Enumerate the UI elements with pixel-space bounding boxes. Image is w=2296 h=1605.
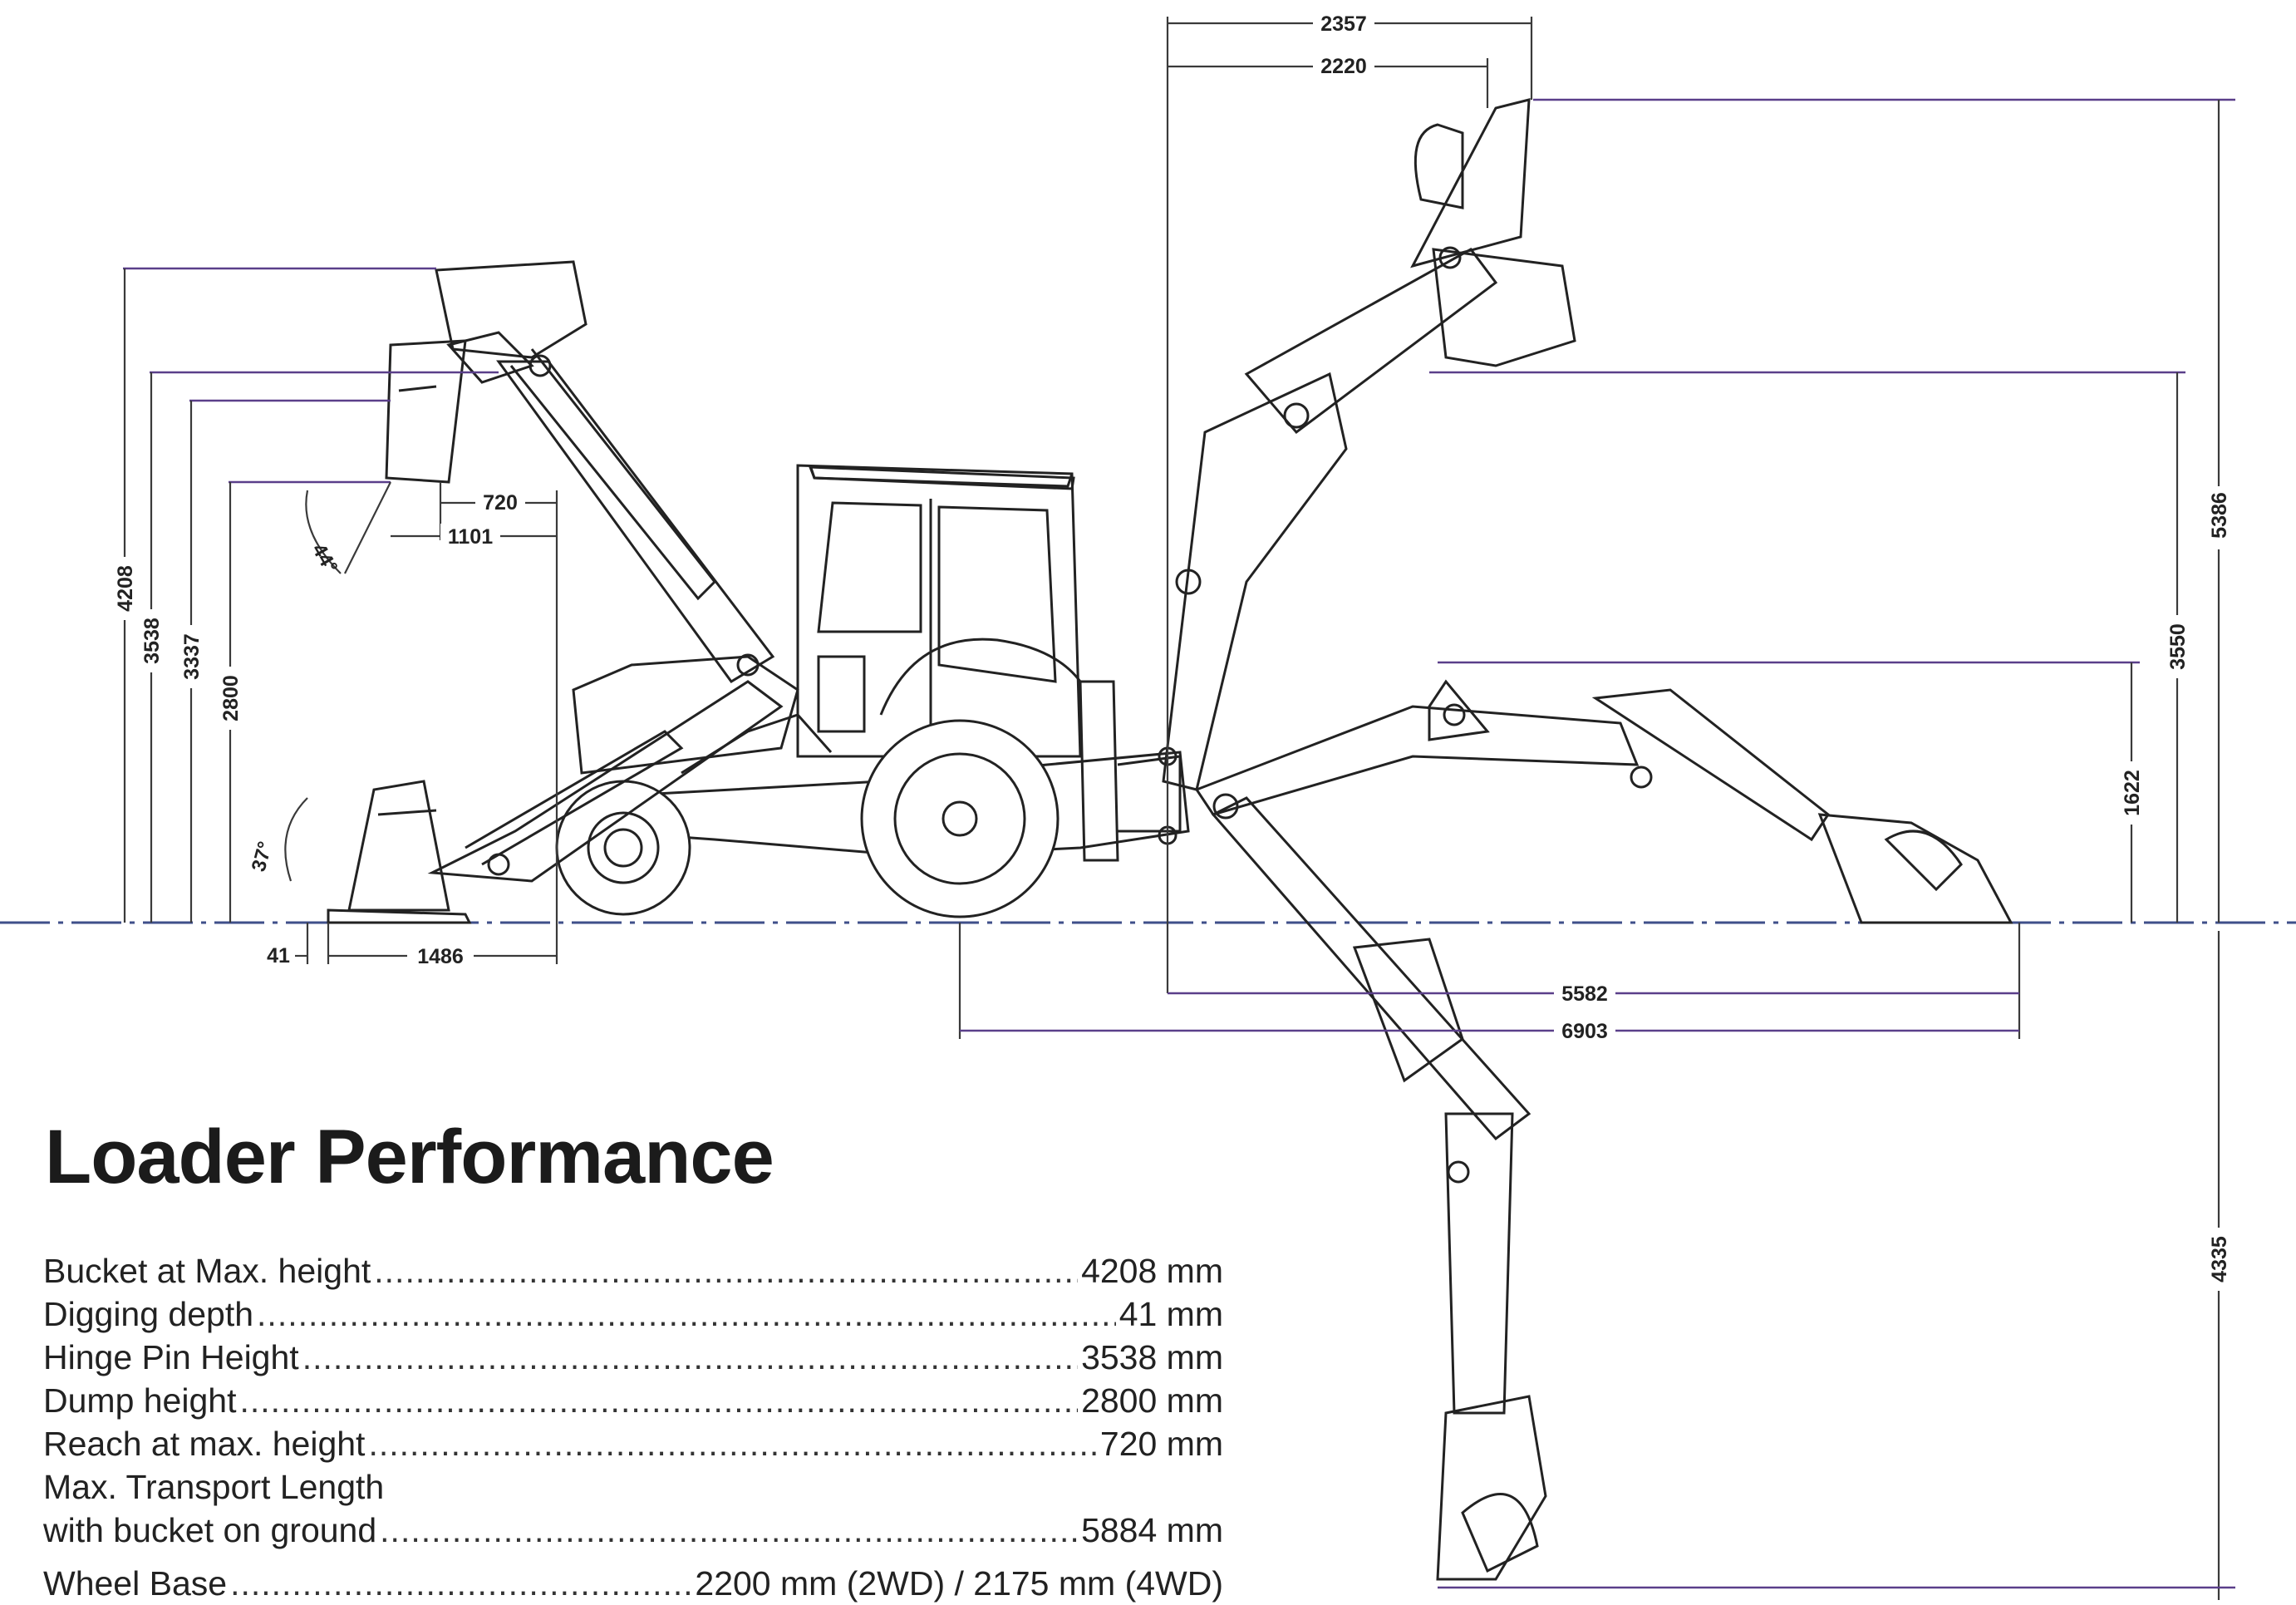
leader-dots [380, 1509, 1078, 1552]
spec-label: Digging depth [43, 1295, 254, 1333]
leader-dots [257, 1292, 1116, 1336]
loader-bucket-lowered [327, 780, 472, 924]
dim-4335: 4335 [2208, 1236, 2231, 1283]
dim-3337: 3337 [180, 633, 204, 680]
spec-row-hinge-pin-height: Hinge Pin Height 3538 mm [43, 1336, 1223, 1379]
spec-row-transport-length: with bucket on ground 5884 mm [43, 1509, 1223, 1552]
dim-2800: 2800 [219, 675, 243, 721]
spec-value: 2800 mm [1081, 1381, 1223, 1420]
spec-label: Dump height [43, 1381, 237, 1420]
dim-2220: 2220 [1320, 55, 1367, 78]
dim-6903: 6903 [1561, 1020, 1608, 1043]
loader-performance-section: Loader Performance Bucket at Max. height… [43, 1114, 1223, 1605]
spec-row-digging-depth: Digging depth 41 mm [43, 1292, 1223, 1336]
backhoe-dipper-raised [1410, 98, 1531, 269]
dim-5386: 5386 [2208, 492, 2231, 539]
angle-44: 44° [307, 540, 342, 578]
spec-value: 2200 mm (2WD) / 2175 mm (4WD) [695, 1564, 1223, 1603]
backhoe-bucket-extended [1817, 813, 2013, 924]
spec-label: Hinge Pin Height [43, 1338, 299, 1376]
spec-value: 3538 mm [1081, 1338, 1223, 1376]
spec-value: 4208 mm [1081, 1252, 1223, 1290]
machine-body [555, 464, 1190, 918]
leader-dots [239, 1379, 1078, 1422]
leader-dots [368, 1422, 1096, 1465]
spec-value: 720 mm [1099, 1425, 1223, 1463]
loader-bucket-raised [385, 260, 588, 484]
leader-dots [302, 1336, 1078, 1379]
dim-1622: 1622 [2121, 770, 2144, 816]
spec-row-dump-height: Dump height 2800 mm [43, 1379, 1223, 1422]
dim-41: 41 [267, 944, 290, 967]
spec-row-reach-max-height: Reach at max. height 720 mm [43, 1422, 1223, 1465]
dim-1486: 1486 [417, 945, 464, 968]
dim-1101: 1101 [448, 525, 493, 549]
spec-row-wheel-base: Wheel Base 2200 mm (2WD) / 2175 mm (4WD) [43, 1562, 1223, 1605]
dim-3538: 3538 [140, 618, 164, 664]
spec-row-bucket-max-height: Bucket at Max. height 4208 mm [43, 1249, 1223, 1292]
dim-4208: 4208 [114, 565, 137, 612]
spec-label: Reach at max. height [43, 1425, 366, 1463]
backhoe-bucket-raised [1413, 123, 1576, 367]
loader-arm-raised [446, 331, 775, 683]
loader-performance-title: Loader Performance [45, 1115, 774, 1199]
dim-2357: 2357 [1320, 12, 1367, 36]
spec-label: Wheel Base [43, 1564, 228, 1603]
dim-720: 720 [483, 491, 518, 514]
dim-3550: 3550 [2166, 623, 2190, 670]
leader-dots [230, 1562, 691, 1605]
leader-dots [374, 1249, 1078, 1292]
spec-value: 41 mm [1119, 1295, 1223, 1333]
spec-label: with bucket on ground [43, 1511, 377, 1549]
spec-label: Bucket at Max. height [43, 1252, 371, 1290]
spec-value: 5884 mm [1081, 1511, 1223, 1549]
loader-arm-lowered [427, 680, 784, 883]
spec-transport-label-line1: Max. Transport Length [43, 1468, 385, 1506]
backhoe-boom-extended [1194, 679, 1640, 816]
dim-5582: 5582 [1561, 982, 1608, 1006]
backhoe-arm-digging [1211, 793, 1547, 1581]
angle-37: 37° [248, 839, 277, 874]
